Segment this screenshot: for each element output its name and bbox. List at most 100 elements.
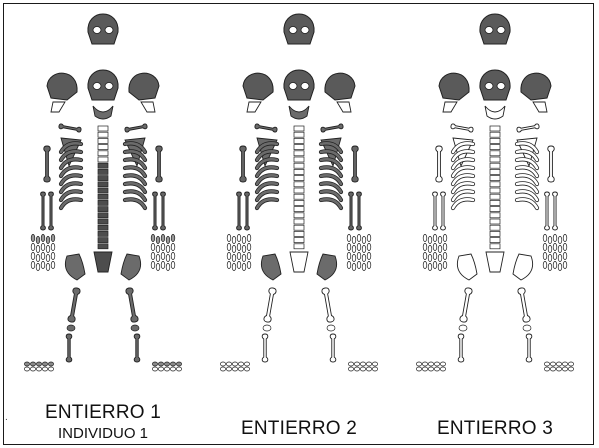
ulna-right-shape xyxy=(153,192,158,230)
hand-left-2-3 xyxy=(237,261,241,268)
hand-right-1-0 xyxy=(548,236,552,243)
hand-left-1-3 xyxy=(46,263,50,270)
foot-left-2-1 xyxy=(428,367,433,371)
foot-right-1-1 xyxy=(550,367,555,371)
hand-left-3-1 xyxy=(428,245,432,252)
hand-left-4-0 xyxy=(227,234,231,241)
vertebra-3 xyxy=(490,145,500,150)
skull-left xyxy=(47,73,77,100)
foot-left-3-0 xyxy=(422,362,427,366)
clavicle-left-shape xyxy=(255,124,278,133)
humerus-left xyxy=(240,146,246,182)
tibia-left xyxy=(458,334,464,362)
hand-right-4-3 xyxy=(171,261,175,268)
foot-right-3-0 xyxy=(170,362,175,366)
hand-left-1-1 xyxy=(242,245,246,252)
foot-right-3-0 xyxy=(366,362,371,366)
skull-top-orbit-r xyxy=(497,27,505,34)
hand-right-4-2 xyxy=(563,252,567,259)
ulna-left-shape xyxy=(245,192,250,230)
humerus-left-shape xyxy=(44,146,50,182)
vertebra-19 xyxy=(294,244,304,249)
radius-left xyxy=(433,192,438,230)
vertebra-12 xyxy=(490,200,500,205)
tibia-right xyxy=(526,334,532,362)
skull-top-orbit-l xyxy=(289,27,297,34)
hand-left-3-0 xyxy=(428,236,432,243)
vertebra-16 xyxy=(490,225,500,230)
tibia-left-shape xyxy=(458,334,464,362)
mandible xyxy=(93,106,113,119)
ulna-right xyxy=(545,192,550,230)
hand-right-2-0 xyxy=(357,234,361,241)
humerus-right-shape xyxy=(352,146,358,182)
hand-left-2-2 xyxy=(237,252,241,259)
hand-left-4-2 xyxy=(227,252,231,259)
ilium-right xyxy=(121,254,141,280)
vertebra-0 xyxy=(490,126,500,131)
hand-left-0-1 xyxy=(247,243,251,250)
foot-left-4-1 xyxy=(220,367,225,371)
sacrum xyxy=(94,252,112,272)
hand-left-1-3 xyxy=(242,263,246,270)
vertebra-19 xyxy=(490,244,500,249)
hand-left-1-0 xyxy=(438,236,442,243)
hand-right-1-0 xyxy=(352,236,356,243)
foot-right-2-1 xyxy=(164,367,169,371)
skull-top-orbit-l xyxy=(485,27,493,34)
hand-left-2-1 xyxy=(41,243,45,250)
corner-mark: . xyxy=(5,412,8,423)
hand-right-3-1 xyxy=(558,245,562,252)
clavicle-right-shape xyxy=(125,124,148,133)
vertebra-7 xyxy=(98,169,108,174)
hand-right-2-1 xyxy=(161,243,165,250)
skull-left xyxy=(243,73,273,100)
tibia-left xyxy=(262,334,268,362)
radius-right xyxy=(553,192,558,230)
hand-right-3-3 xyxy=(166,263,170,270)
humerus-right xyxy=(352,146,358,182)
foot-right-1-0 xyxy=(354,362,359,366)
femur-left-shape xyxy=(459,287,472,322)
ulna-right-shape xyxy=(349,192,354,230)
skull-right xyxy=(129,73,159,100)
foot-left-2-1 xyxy=(232,367,237,371)
hand-left-3-2 xyxy=(428,254,432,261)
hand-left-3-0 xyxy=(232,236,236,243)
hand-left-1-2 xyxy=(438,254,442,261)
foot-left-4-1 xyxy=(416,367,421,371)
skull-front-orbit-r xyxy=(301,83,309,90)
skull-left-mandible xyxy=(247,102,261,112)
clavicle-left-shape xyxy=(451,124,474,133)
hand-left-0-2 xyxy=(247,252,251,259)
hand-left-3-0 xyxy=(36,236,40,243)
hand-right-3-0 xyxy=(558,236,562,243)
vertebra-8 xyxy=(98,176,108,181)
vertebra-15 xyxy=(490,219,500,224)
skull-right xyxy=(521,73,551,100)
hand-right-2-1 xyxy=(553,243,557,250)
radius-right-shape xyxy=(161,192,166,230)
foot-right-1-1 xyxy=(354,367,359,371)
hand-right-3-3 xyxy=(558,263,562,270)
hand-right-3-2 xyxy=(166,254,170,261)
vertebra-7 xyxy=(294,169,304,174)
hand-left-4-2 xyxy=(31,252,35,259)
foot-right-1-0 xyxy=(550,362,555,366)
clavicle-right-shape xyxy=(321,124,344,133)
hand-right-2-2 xyxy=(553,252,557,259)
radius-left-shape xyxy=(237,192,242,230)
skeleton-diagram-2 xyxy=(200,6,398,374)
foot-left-1-0 xyxy=(42,362,47,366)
hand-right-0-1 xyxy=(543,243,547,250)
hand-left-0-2 xyxy=(51,252,55,259)
skull-right xyxy=(325,73,355,100)
humerus-right xyxy=(156,146,162,182)
hand-left-2-1 xyxy=(237,243,241,250)
vertebra-18 xyxy=(98,238,108,243)
clavicle-left-shape xyxy=(59,124,82,133)
vertebra-5 xyxy=(490,157,500,162)
hand-right-0-3 xyxy=(543,261,547,268)
ilium-left xyxy=(261,254,281,280)
vertebra-11 xyxy=(98,194,108,199)
